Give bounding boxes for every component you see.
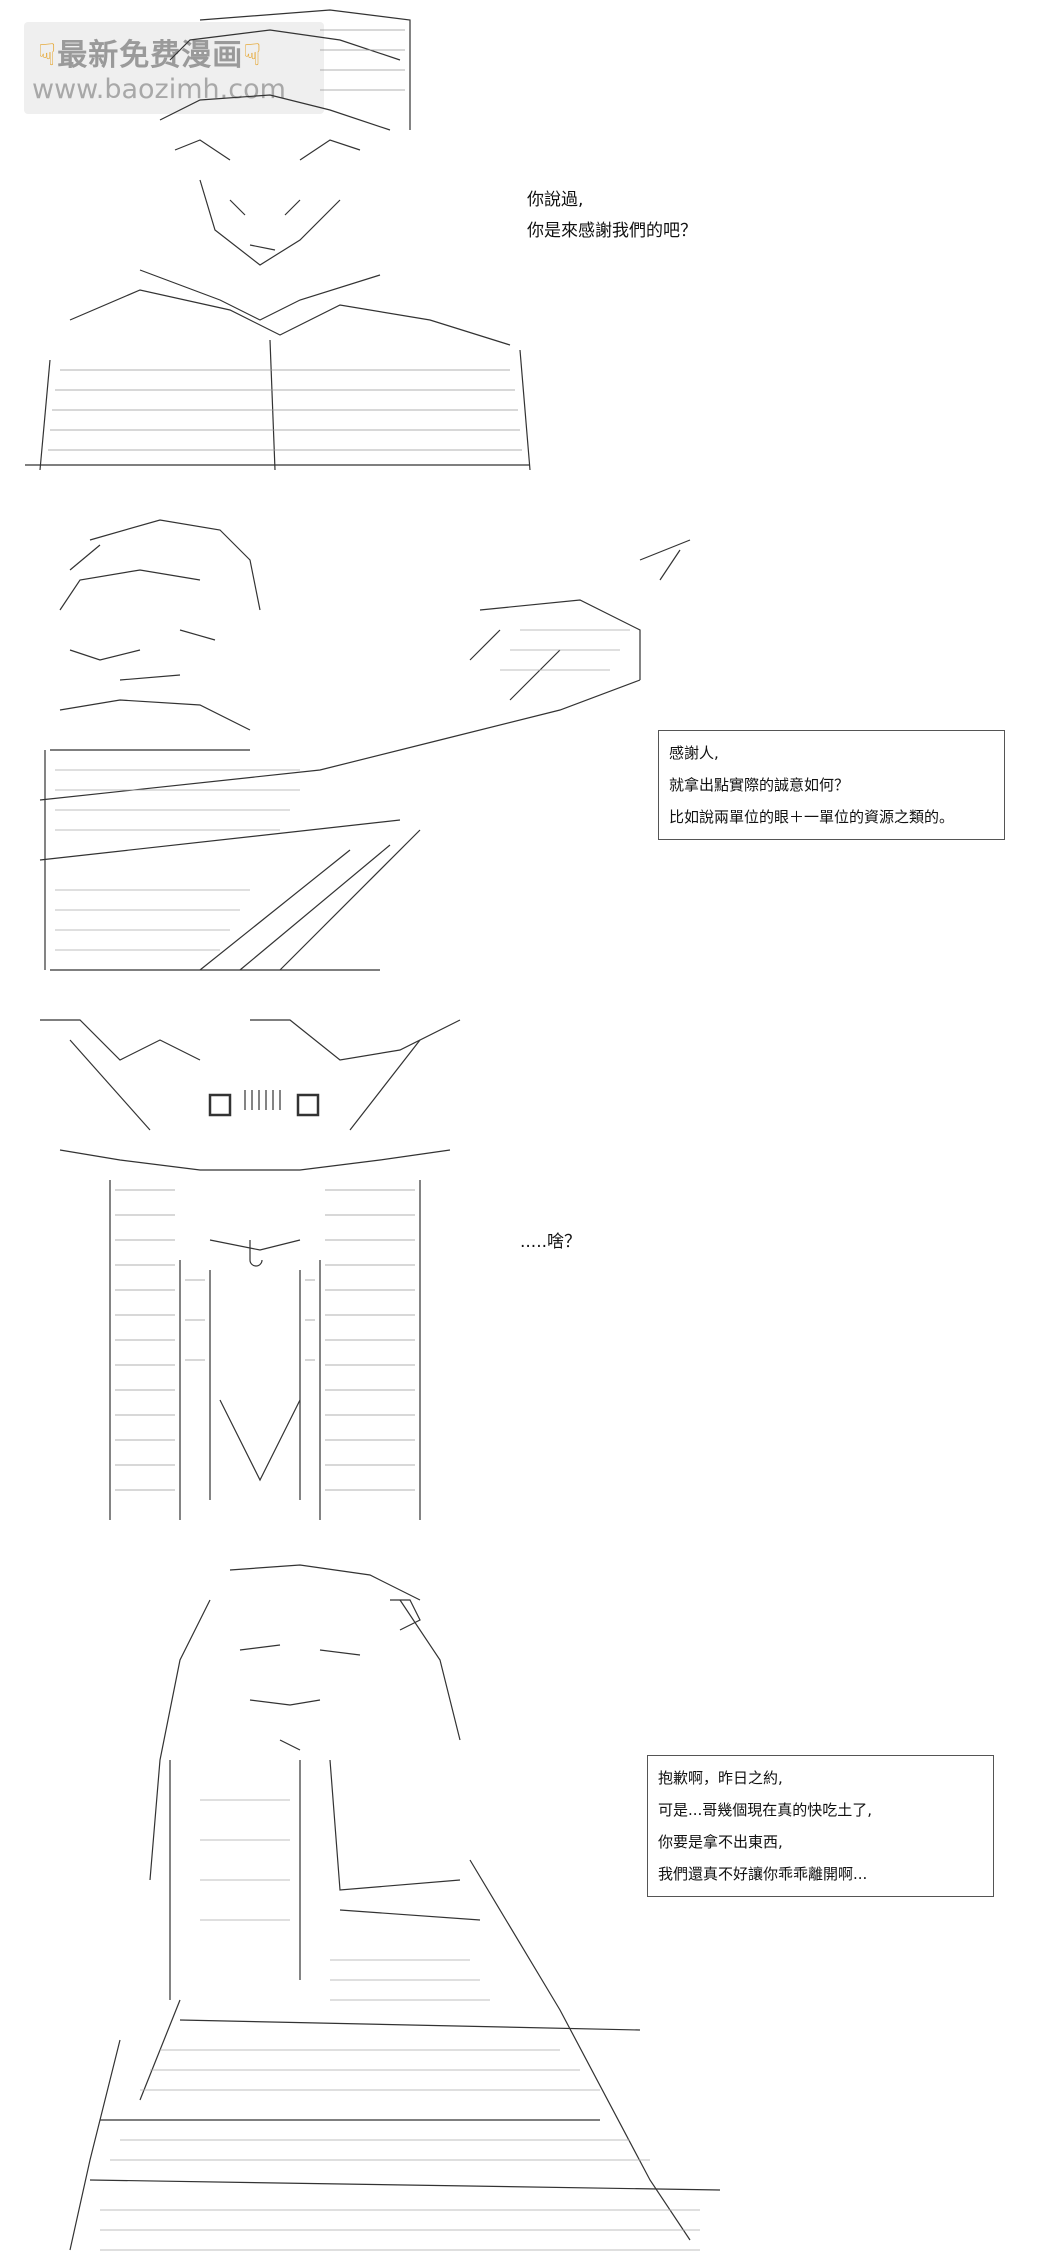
speech-text-2: .....啥？ [520,1232,582,1252]
character-illustration-3 [40,1019,461,1520]
panel-4: 抱歉啊，昨日之約, 可是...哥幾個現在真的快吃土了, 你要是拿不出東西, 我們… [0,1560,1040,2260]
pointing-hand-icon: ☟ [243,38,263,73]
panel-1: 你說過, 你是來感謝我們的吧？ [0,0,1040,480]
panel-2: 感謝人, 就拿出點實際的誠意如何？ 比如說兩單位的眼＋一單位的資源之類的。 [0,500,1040,980]
dialogue-box-1: 感謝人, 就拿出點實際的誠意如何？ 比如說兩單位的眼＋一單位的資源之類的。 [658,730,1005,840]
speech-text-1: 你說過, 你是來感謝我們的吧？ [527,190,697,241]
watermark-url: www.baozimh.com [32,74,286,105]
watermark-title: ☟最新免费漫画☟ [38,38,263,73]
character-illustration-4 [69,1564,721,2251]
pointing-hand-icon: ☟ [38,38,58,73]
watermark: ☟最新免费漫画☟ www.baozimh.com [24,22,324,114]
panel-3: .....啥？ [0,1000,1040,1540]
character-illustration-2 [39,519,691,971]
dialogue-box-2: 抱歉啊，昨日之約, 可是...哥幾個現在真的快吃土了, 你要是拿不出東西, 我們… [647,1755,994,1897]
character-illustration-1 [25,9,531,471]
